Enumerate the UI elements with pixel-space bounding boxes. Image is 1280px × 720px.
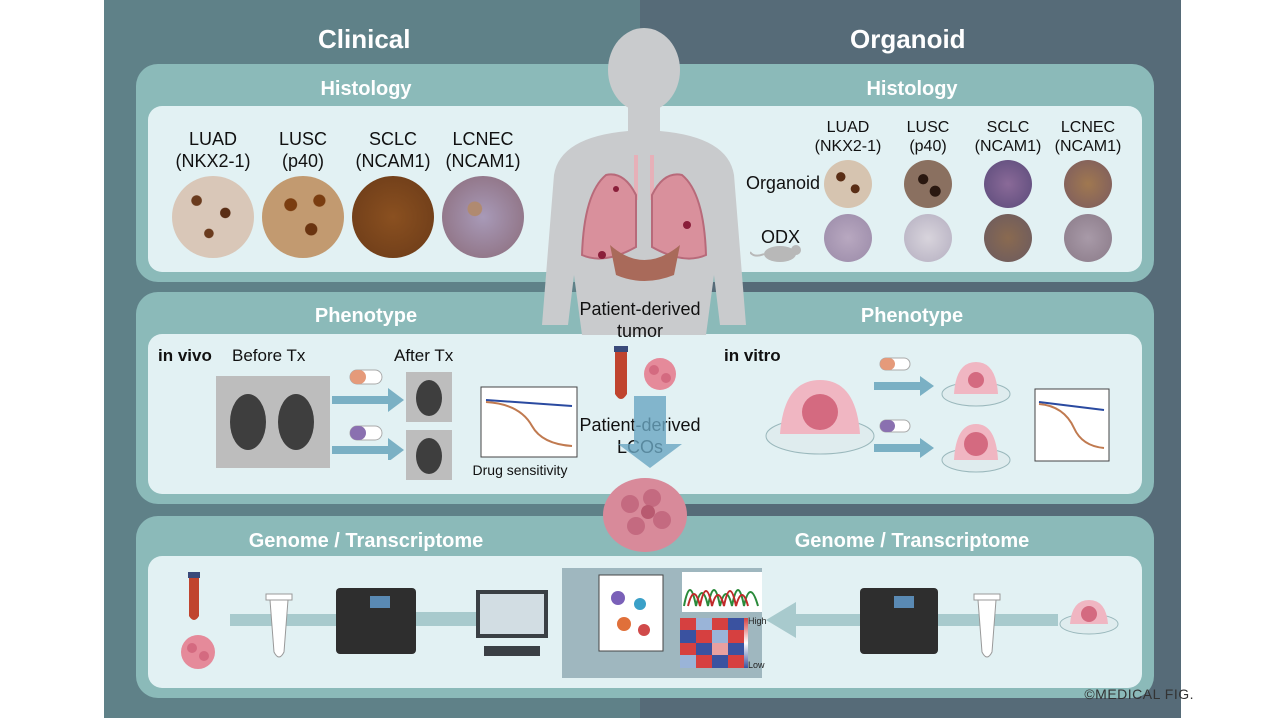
organoid-lcnec-stain bbox=[1064, 160, 1112, 208]
clinical-sample-icon bbox=[181, 572, 215, 669]
clinical-sclc-label: SCLC(NCAM1) bbox=[355, 129, 431, 171]
odx-sclc-stain bbox=[984, 214, 1032, 262]
ct-scan-after-1 bbox=[406, 372, 452, 422]
organoid-luad-stain bbox=[824, 160, 872, 208]
tube-icon-right bbox=[973, 593, 1001, 658]
diagram-canvas: Clinical Organoid Histology Histology Ph… bbox=[104, 0, 1181, 718]
organoid-icon bbox=[603, 478, 687, 552]
down-arrow-icon bbox=[618, 396, 682, 468]
in-vitro-label: in vitro bbox=[724, 346, 781, 365]
organoid-sclc-stain bbox=[984, 160, 1032, 208]
tsne-plot-icon bbox=[598, 574, 664, 652]
genome-title-left: Genome / Transcriptome bbox=[248, 530, 484, 552]
organoid-lusc-stain bbox=[904, 160, 952, 208]
heatmap-scale bbox=[744, 618, 748, 668]
in-vivo-label: in vivo bbox=[158, 346, 212, 365]
organoid-row-label: Organoid bbox=[745, 173, 820, 193]
tube-icon-left bbox=[265, 593, 293, 658]
flow-arrow-right bbox=[766, 602, 866, 638]
flow-bar-left bbox=[230, 614, 348, 626]
organoid-title: Organoid bbox=[850, 24, 966, 54]
treated-dish-2 bbox=[941, 424, 1011, 473]
in-vitro-treatment-icon bbox=[874, 357, 934, 458]
clinical-luad-label: LUAD(NKX2-1) bbox=[175, 129, 251, 171]
clinical-lcnec-label: LCNEC(NCAM1) bbox=[445, 129, 521, 171]
organoid-luad-label: LUAD(NKX2-1) bbox=[814, 119, 882, 155]
histology-title-right: Histology bbox=[866, 78, 958, 100]
clinical-lusc-stain bbox=[262, 176, 344, 258]
drug-curve-chart-right bbox=[1034, 388, 1110, 462]
drug-curve-chart-left bbox=[480, 386, 578, 458]
human-silhouette-icon bbox=[542, 28, 746, 335]
clinical-luad-stain bbox=[172, 176, 254, 258]
drug-sensitivity-label: Drug sensitivity bbox=[472, 462, 568, 478]
before-tx-label: Before Tx bbox=[232, 346, 306, 365]
flow-bar-center-left bbox=[416, 612, 476, 626]
organoid-sclc-label: SCLC(NCAM1) bbox=[974, 119, 1042, 155]
odx-luad-stain bbox=[824, 214, 872, 262]
odx-row-label: ODX bbox=[760, 227, 800, 247]
after-tx-label: After Tx bbox=[394, 346, 454, 365]
odx-lcnec-stain bbox=[1064, 214, 1112, 262]
organoid-dish-icon bbox=[1059, 600, 1119, 635]
genome-title-right: Genome / Transcriptome bbox=[794, 530, 1030, 552]
drug-capsule-icon-2 bbox=[349, 425, 383, 441]
organoid-lusc-label: LUSC(p40) bbox=[906, 119, 950, 155]
drug-capsule-icon bbox=[349, 369, 383, 385]
heatmap-high-label: High bbox=[748, 616, 767, 626]
phenotype-title-right: Phenotype bbox=[860, 305, 964, 327]
ct-scan-before bbox=[216, 376, 330, 468]
clinical-title: Clinical bbox=[318, 24, 411, 54]
sequencer-left bbox=[336, 588, 416, 654]
mouse-icon bbox=[750, 245, 801, 262]
tumor-sample-icon bbox=[614, 346, 676, 399]
culture-dish-icon bbox=[765, 380, 875, 455]
organoid-lcnec-label: LCNEC(NCAM1) bbox=[1054, 119, 1122, 155]
ct-scan-after-2 bbox=[406, 430, 452, 480]
heatmap-icon bbox=[680, 618, 744, 668]
flow-bar-right bbox=[938, 614, 1058, 626]
clinical-lcnec-stain bbox=[442, 176, 524, 258]
sequence-chromatogram-icon bbox=[682, 572, 762, 612]
heatmap-low-label: Low bbox=[748, 660, 765, 670]
treatment-arrows-icon bbox=[332, 388, 404, 460]
sequencer-right bbox=[860, 588, 938, 654]
clinical-lusc-label: LUSC(p40) bbox=[278, 129, 327, 171]
phenotype-title-left: Phenotype bbox=[314, 305, 418, 327]
histology-title-left: Histology bbox=[320, 78, 412, 100]
odx-lusc-stain bbox=[904, 214, 952, 262]
copyright-label: ©MEDICAL FIG. bbox=[1084, 686, 1194, 702]
treated-dish-1 bbox=[941, 362, 1011, 407]
clinical-sclc-stain bbox=[352, 176, 434, 258]
